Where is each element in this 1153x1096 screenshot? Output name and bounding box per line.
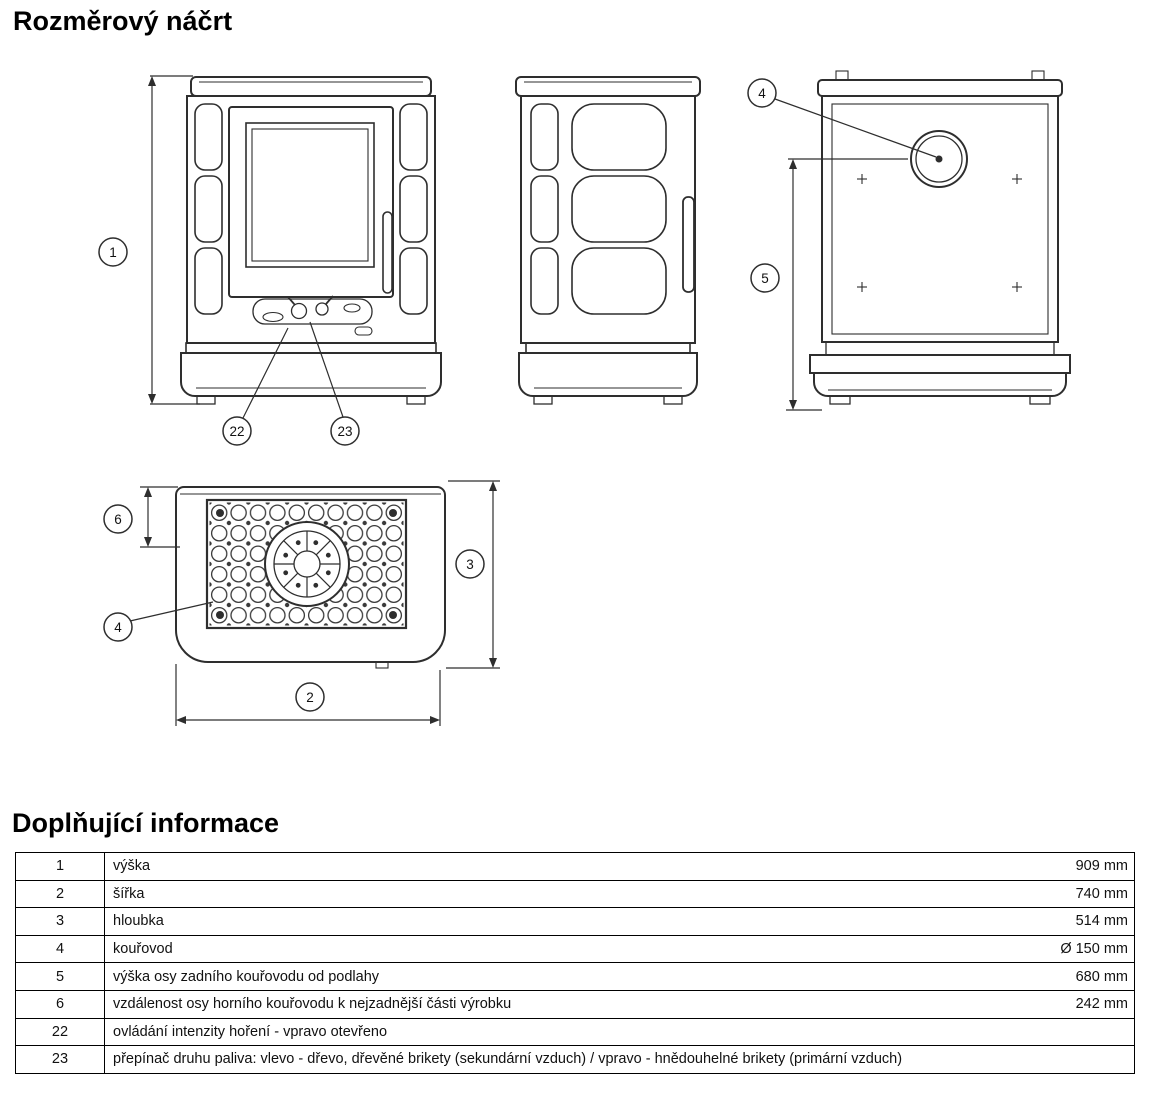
row-description: hloubka [113,913,164,930]
dimension-line-2 [175,664,441,726]
info-table: 1 výška 909 mm 2 šířka 740 mm 3 hloubka … [15,852,1135,1074]
callout-23-label: 23 [337,424,352,439]
callout-5-label: 5 [761,271,769,286]
callout-22-label: 22 [229,424,244,439]
dimension-line-1 [148,75,200,405]
callout-3-label: 3 [466,557,474,572]
dimension-line-6 [140,486,180,548]
front-view [180,76,442,405]
row-value: Ø 150 mm [1060,941,1128,958]
callout-2-label: 2 [306,690,314,705]
side-view [515,76,701,405]
dimension-line-3 [446,480,500,669]
callout-4-back: 4 [747,78,937,158]
row-value: 680 mm [1075,968,1128,985]
control-panel [252,295,373,336]
intensity-knob [290,302,308,320]
row-number: 4 [16,935,105,963]
row-number: 6 [16,990,105,1018]
mount-marks [857,174,1022,292]
row-number: 3 [16,908,105,935]
callout-5: 5 [750,263,780,293]
table-row: 5 výška osy zadního kouřovodu od podlahy… [16,963,1134,991]
row-value: 909 mm [1075,858,1128,875]
dimension-line-5 [786,158,908,411]
callout-4-top-label: 4 [114,620,122,635]
callout-1-label: 1 [109,245,117,260]
row-number: 23 [16,1046,105,1073]
callout-2: 2 [295,682,325,712]
fuel-switch-knob [315,302,329,316]
row-description: ovládání intenzity hoření - vpravo otevř… [113,1023,388,1040]
row-number: 22 [16,1018,105,1046]
row-value [1128,1046,1134,1073]
dimensional-drawing: 1 22 23 [98,70,1071,726]
row-description: výška [113,858,151,875]
top-view [175,486,446,669]
table-row: 23 přepínač druhu paliva: vlevo - dřevo,… [16,1046,1134,1074]
callout-6-label: 6 [114,512,122,527]
table-row: 22 ovládání intenzity hoření - vpravo ot… [16,1018,1134,1047]
callout-3: 3 [455,549,485,579]
info-section-title: Doplňující informace [12,808,280,838]
row-value: 514 mm [1075,913,1128,930]
table-row: 2 šířka 740 mm [16,880,1134,909]
table-row: 3 hloubka 514 mm [16,908,1134,936]
back-view [809,70,1071,405]
row-number: 1 [16,853,105,880]
row-description: kouřovod [113,941,173,958]
table-row: 1 výška 909 mm [16,853,1134,881]
door-handle-side [682,196,695,293]
callout-4-top: 4 [103,601,214,642]
row-number: 2 [16,880,105,908]
table-row: 4 kouřovod Ø 150 mm [16,935,1134,964]
callout-22: 22 [222,327,289,446]
callout-23: 23 [309,321,360,446]
row-description: přepínač druhu paliva: vlevo - dřevo, dř… [113,1051,903,1068]
row-description: vzdálenost osy horního kouřovodu k nejza… [113,996,512,1013]
row-value: 242 mm [1075,996,1128,1013]
page-title: Rozměrový náčrt [13,6,233,36]
flue-outlet [910,130,968,188]
callout-6: 6 [103,504,133,534]
callout-1: 1 [98,237,128,267]
table-row: 6 vzdálenost osy horního kouřovodu k nej… [16,990,1134,1019]
callout-4-back-label: 4 [758,86,766,101]
row-description: šířka [113,885,145,902]
row-description: výška osy zadního kouřovodu od podlahy [113,968,380,985]
burner-plate [264,521,350,607]
row-number: 5 [16,963,105,990]
row-value [1128,1019,1134,1046]
door-handle [382,211,393,294]
row-value: 740 mm [1075,885,1128,902]
